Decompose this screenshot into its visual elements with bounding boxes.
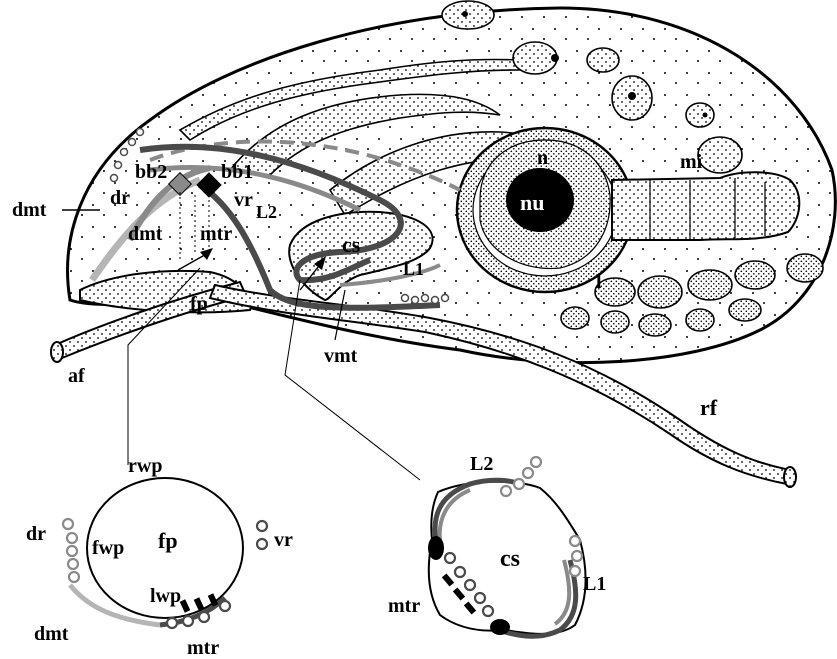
label-dr: dr	[110, 187, 130, 209]
label-mtr-main: mtr	[200, 223, 232, 245]
label-fp-inset: fp	[158, 528, 178, 553]
label-L1-main: L1	[403, 259, 424, 279]
label-rwp: rwp	[128, 455, 162, 477]
label-vmt: vmt	[324, 345, 358, 367]
label-L2-main: L2	[256, 202, 277, 222]
label-nu: nu	[520, 190, 544, 215]
label-fp-main: fp	[190, 293, 208, 315]
label-af: af	[68, 365, 85, 387]
label-l: l	[596, 271, 602, 293]
label-rf: rf	[700, 395, 718, 420]
label-lwp: lwp	[150, 585, 181, 607]
granule	[703, 113, 708, 118]
label-vr: vr	[234, 189, 253, 211]
label-dmt-left: dmt	[12, 199, 47, 221]
label-dmt-inner: dmt	[128, 223, 163, 245]
label-fwp: fwp	[92, 537, 124, 559]
label-L2-inset: L2	[470, 453, 493, 475]
label-dmt-inset: dmt	[34, 623, 69, 645]
granule	[551, 54, 559, 62]
flagellum-tip	[784, 467, 796, 487]
label-cs-main: cs	[342, 232, 361, 257]
label-bb1: bb1	[221, 161, 253, 183]
mitochondrion	[612, 172, 799, 240]
label-mtr-inset2: mtr	[388, 595, 420, 617]
label-dr-inset: dr	[26, 523, 46, 545]
label-mtr-inset1: mtr	[187, 637, 219, 659]
label-L1-inset: L1	[583, 573, 606, 595]
label-n: n	[537, 147, 548, 169]
inset-dr-circles	[63, 519, 79, 582]
label-vr-inset: vr	[274, 529, 293, 551]
label-mi: mi	[680, 151, 703, 173]
flagellum-tip	[51, 342, 63, 362]
inset-vr-circles	[257, 521, 267, 549]
granule	[462, 11, 468, 17]
label-cs-inset: cs	[500, 546, 520, 572]
granule	[628, 92, 636, 100]
label-bb2: bb2	[135, 161, 167, 183]
inset-L1-circles	[570, 536, 582, 576]
